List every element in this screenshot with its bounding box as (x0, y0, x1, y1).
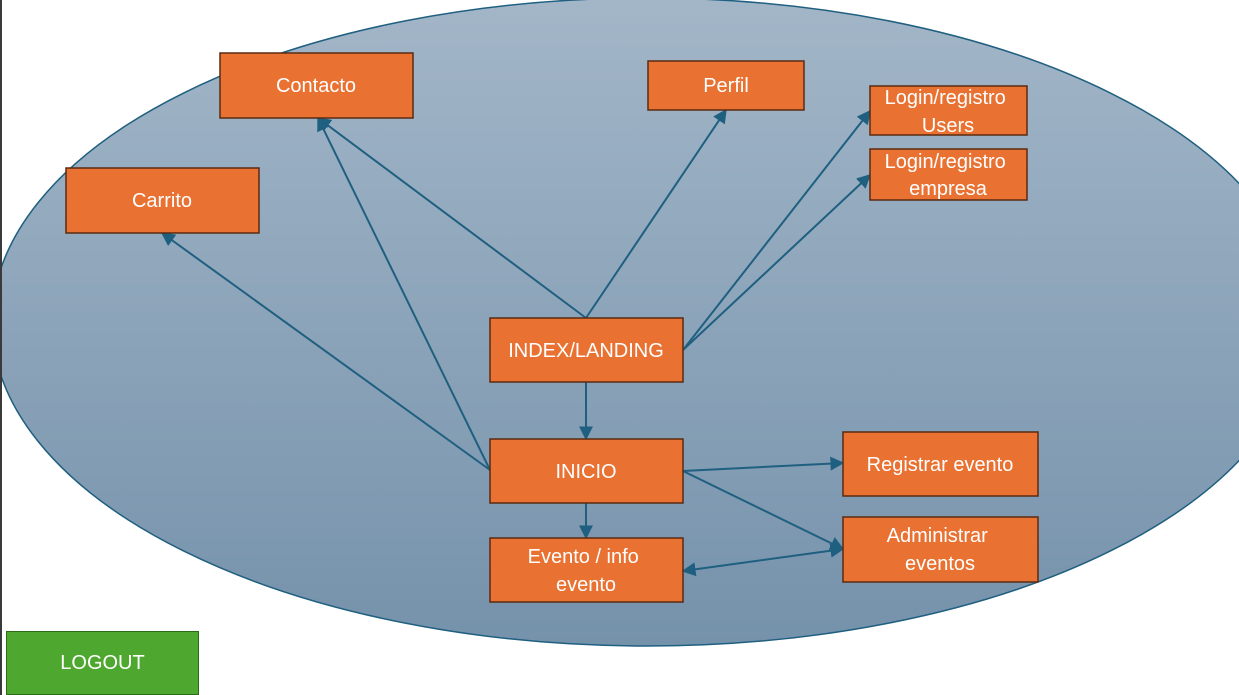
edge-administrar-eventos-to-evento-info (681, 543, 845, 577)
node-registrar-evento-label: Registrar evento (867, 454, 1014, 476)
node-inicio-label: INICIO (555, 461, 616, 483)
node-index-landing-label: INDEX/LANDING (508, 340, 664, 362)
node-login-empresa[interactable]: Login/registro empresa (869, 148, 1028, 201)
edge-inicio-to-contacto (317, 116, 491, 471)
node-evento-info[interactable]: Evento / info evento (489, 537, 684, 603)
edge-inicio-to-carrito (160, 232, 491, 471)
edge-index-landing-to-perfil (585, 108, 727, 319)
node-login-users[interactable]: Login/registro Users (869, 85, 1028, 137)
node-login-users-label: Login/registro Users (885, 87, 1012, 137)
node-inicio[interactable]: INICIO (489, 438, 684, 504)
node-index-landing[interactable]: INDEX/LANDING (489, 317, 684, 383)
node-contacto[interactable]: Contacto (219, 52, 414, 119)
node-perfil-label: Perfil (703, 75, 749, 97)
node-administrar-eventos[interactable]: Administrar eventos (842, 516, 1039, 583)
node-perfil[interactable]: Perfil (647, 60, 805, 111)
edge-inicio-to-administrar-eventos (682, 470, 845, 550)
logout-button[interactable]: LOGOUT (6, 631, 199, 695)
node-registrar-evento[interactable]: Registrar evento (842, 431, 1039, 497)
node-login-empresa-label: Login/registro empresa (885, 151, 1012, 200)
node-carrito[interactable]: Carrito (65, 167, 260, 234)
node-administrar-eventos-label: Administrar eventos (887, 525, 994, 575)
edge-index-landing-to-login-users (682, 109, 871, 351)
edge-inicio-to-registrar-evento (682, 456, 845, 472)
edges (160, 108, 872, 577)
edge-index-landing-to-contacto (316, 117, 587, 319)
node-carrito-label: Carrito (132, 190, 192, 212)
node-contacto-label: Contacto (276, 75, 356, 97)
node-evento-info-label: Evento / info evento (528, 546, 645, 596)
edge-index-landing-to-login-empresa (682, 174, 872, 351)
